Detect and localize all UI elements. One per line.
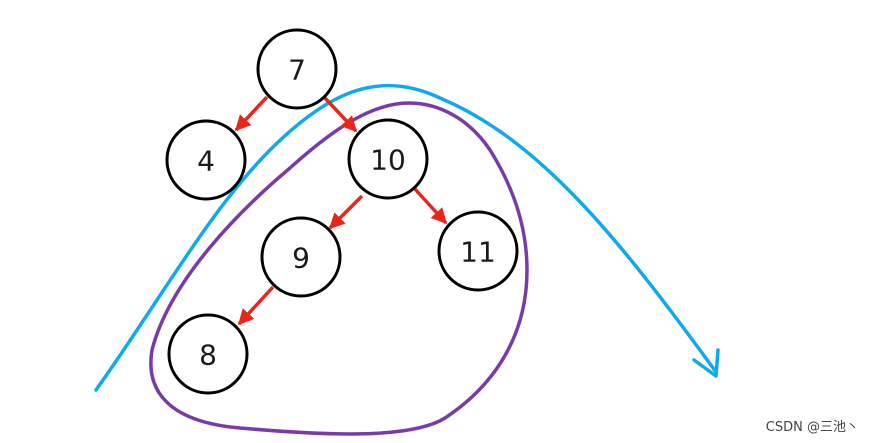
watermark: CSDN @三池丶 bbox=[765, 420, 859, 435]
edge-10-11 bbox=[412, 186, 448, 225]
node-label: 9 bbox=[292, 242, 310, 275]
purple-subtree-outline bbox=[149, 101, 529, 436]
tree-node-10: 10 bbox=[347, 118, 429, 200]
node-label: 10 bbox=[370, 144, 406, 177]
node-label: 4 bbox=[197, 145, 215, 178]
tree-node-7: 7 bbox=[256, 28, 338, 110]
node-label: 7 bbox=[288, 54, 306, 87]
blue-arrowhead-icon bbox=[692, 348, 720, 378]
tree-node-11: 11 bbox=[437, 210, 519, 292]
node-label: 8 bbox=[199, 339, 217, 372]
node-label: 11 bbox=[460, 236, 496, 269]
tree-node-8: 8 bbox=[167, 313, 249, 395]
edge-9-8 bbox=[237, 285, 275, 326]
blue-arrow-curve bbox=[94, 83, 718, 392]
edge-7-4 bbox=[234, 95, 269, 132]
tree-node-4: 4 bbox=[165, 119, 247, 201]
tree-node-9: 9 bbox=[260, 216, 342, 298]
edge-7-10 bbox=[322, 95, 358, 133]
edge-10-9 bbox=[328, 194, 364, 230]
